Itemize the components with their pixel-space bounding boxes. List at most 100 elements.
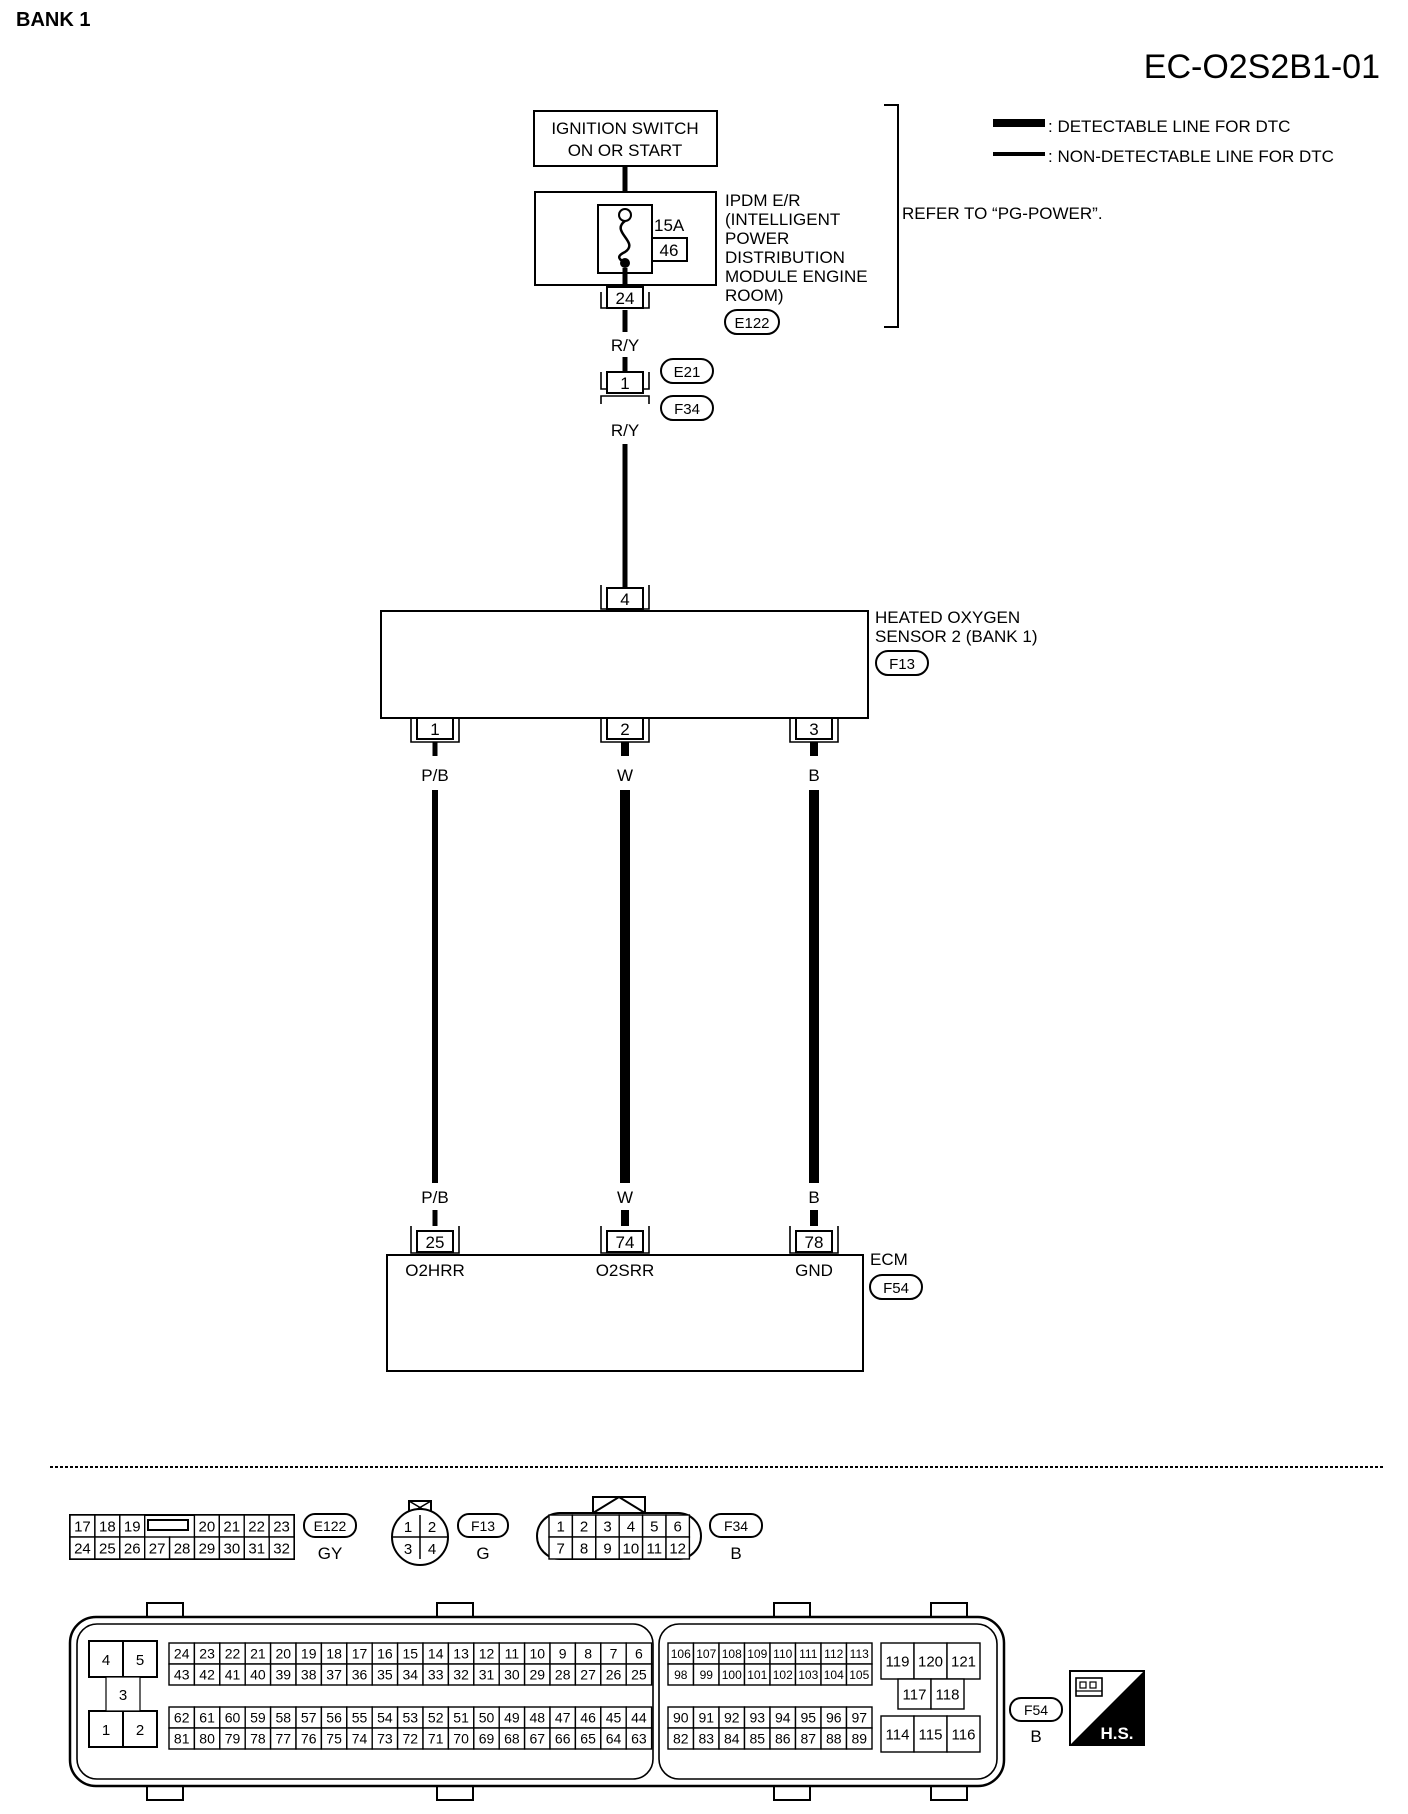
- f13-pin-4: 4: [428, 1541, 436, 1558]
- ecm-terminal-78-number: 78: [805, 1233, 824, 1252]
- pin-3: 3: [603, 1518, 611, 1535]
- pin-57: 57: [301, 1710, 317, 1726]
- pin-31: 31: [479, 1667, 495, 1683]
- pin-16: 16: [377, 1646, 393, 1662]
- pin-47: 47: [555, 1710, 571, 1726]
- pin-19: 19: [124, 1518, 141, 1535]
- ecm-signal-gnd: GND: [795, 1261, 833, 1280]
- e122-id-badge: [303, 1513, 357, 1538]
- pin-22: 22: [225, 1646, 241, 1662]
- f34-id: F34: [724, 1518, 748, 1534]
- fuse-upper-contact: [618, 208, 632, 222]
- pin-98: 98: [674, 1668, 688, 1682]
- pin-97: 97: [851, 1710, 867, 1726]
- pin-17: 17: [352, 1646, 368, 1662]
- pin-28: 28: [555, 1667, 571, 1683]
- sensor-terminal-2-number: 2: [620, 720, 629, 739]
- pin-53: 53: [403, 1710, 419, 1726]
- pin-15: 15: [403, 1646, 419, 1662]
- ecm-signal-o2srr: O2SRR: [596, 1261, 655, 1280]
- pin-cell: [946, 1642, 981, 1680]
- pin-cell: [845, 1663, 873, 1686]
- connector-f34-badge: [660, 395, 714, 421]
- pin-4: 4: [627, 1518, 635, 1535]
- pin-110: 110: [773, 1647, 792, 1661]
- ecm-name: ECM: [870, 1250, 908, 1269]
- pin-cell: [268, 1536, 295, 1560]
- pin-6: 6: [635, 1646, 643, 1662]
- pin-83: 83: [698, 1731, 714, 1747]
- f13-color: G: [476, 1544, 489, 1563]
- connector-face-icon: [1075, 1677, 1103, 1697]
- ignition-switch-label-line1: IGNITION SWITCH: [551, 119, 698, 138]
- fuse-rating: 15A: [654, 216, 685, 235]
- f13-pin-2: 2: [428, 1519, 436, 1536]
- pin-28: 28: [174, 1540, 191, 1557]
- pin-23: 23: [199, 1646, 215, 1662]
- sensor-name-line2: SENSOR 2 (BANK 1): [875, 627, 1038, 646]
- pin-49: 49: [504, 1710, 520, 1726]
- f13-pin-3: 3: [404, 1541, 412, 1558]
- pin-59: 59: [250, 1710, 266, 1726]
- ipdm-connector-id: E122: [734, 315, 769, 332]
- hs-badge: H.S.: [1069, 1670, 1145, 1746]
- pin-7: 7: [557, 1540, 565, 1557]
- power-bracket: [884, 104, 899, 328]
- wire-color-pb-bottom: P/B: [421, 1188, 448, 1207]
- ecm-terminal-78: 78: [789, 1226, 839, 1254]
- pin-cell: [625, 1663, 653, 1686]
- ipdm-label-line3: POWER: [725, 229, 789, 248]
- f54-color: B: [1030, 1727, 1041, 1746]
- non-detectable-line-swatch: [993, 152, 1045, 156]
- wire-color-w-top: W: [617, 766, 633, 785]
- bank-label: BANK 1: [16, 9, 90, 31]
- pin-81: 81: [174, 1731, 190, 1747]
- pin-21: 21: [250, 1646, 266, 1662]
- pin-85: 85: [749, 1731, 765, 1747]
- f34-id-badge: [709, 1513, 763, 1538]
- connector-e21-badge: [660, 358, 714, 384]
- ipdm-label-line4: DISTRIBUTION: [725, 248, 845, 267]
- diagram-code: EC-O2S2B1-01: [1144, 48, 1380, 86]
- pin-67: 67: [530, 1731, 546, 1747]
- pin-14: 14: [428, 1646, 444, 1662]
- pin-2: 2: [580, 1518, 588, 1535]
- pin-64: 64: [606, 1731, 622, 1747]
- ecm-terminal-74-number: 74: [616, 1233, 635, 1252]
- f13-id-badge: [457, 1513, 509, 1538]
- pin-58: 58: [276, 1710, 292, 1726]
- pin-116: 116: [952, 1726, 976, 1743]
- pin-62: 62: [174, 1710, 190, 1726]
- pin-89: 89: [851, 1731, 867, 1747]
- f54-pin-4: 4: [102, 1652, 110, 1669]
- fuse-number: 46: [660, 241, 679, 260]
- pin-50: 50: [479, 1710, 495, 1726]
- pin-117: 117: [903, 1686, 927, 1703]
- pin-31: 31: [248, 1540, 265, 1557]
- ipdm-label-line5: MODULE ENGINE: [725, 267, 868, 286]
- heated-oxygen-sensor: [380, 610, 869, 719]
- f13-pin-1: 1: [404, 1519, 412, 1536]
- pin-72: 72: [403, 1731, 419, 1747]
- pin-27: 27: [149, 1540, 166, 1557]
- pin-20: 20: [199, 1518, 216, 1535]
- sensor-terminal-3: 3: [789, 717, 839, 743]
- pin-100: 100: [722, 1668, 742, 1682]
- pin-79: 79: [225, 1731, 241, 1747]
- pin-74: 74: [352, 1731, 368, 1747]
- connector-view-f13: 1 2 3 4 F13 G: [391, 1500, 509, 1566]
- pin-63: 63: [631, 1731, 647, 1747]
- pin-17: 17: [74, 1518, 91, 1535]
- pin-43: 43: [174, 1667, 190, 1683]
- pin-93: 93: [749, 1710, 765, 1726]
- pin-38: 38: [301, 1667, 317, 1683]
- pin-44: 44: [631, 1710, 647, 1726]
- pin-cell: [946, 1715, 981, 1753]
- ipdm-label-line1: IPDM E/R: [725, 191, 801, 210]
- pin-8: 8: [584, 1646, 592, 1662]
